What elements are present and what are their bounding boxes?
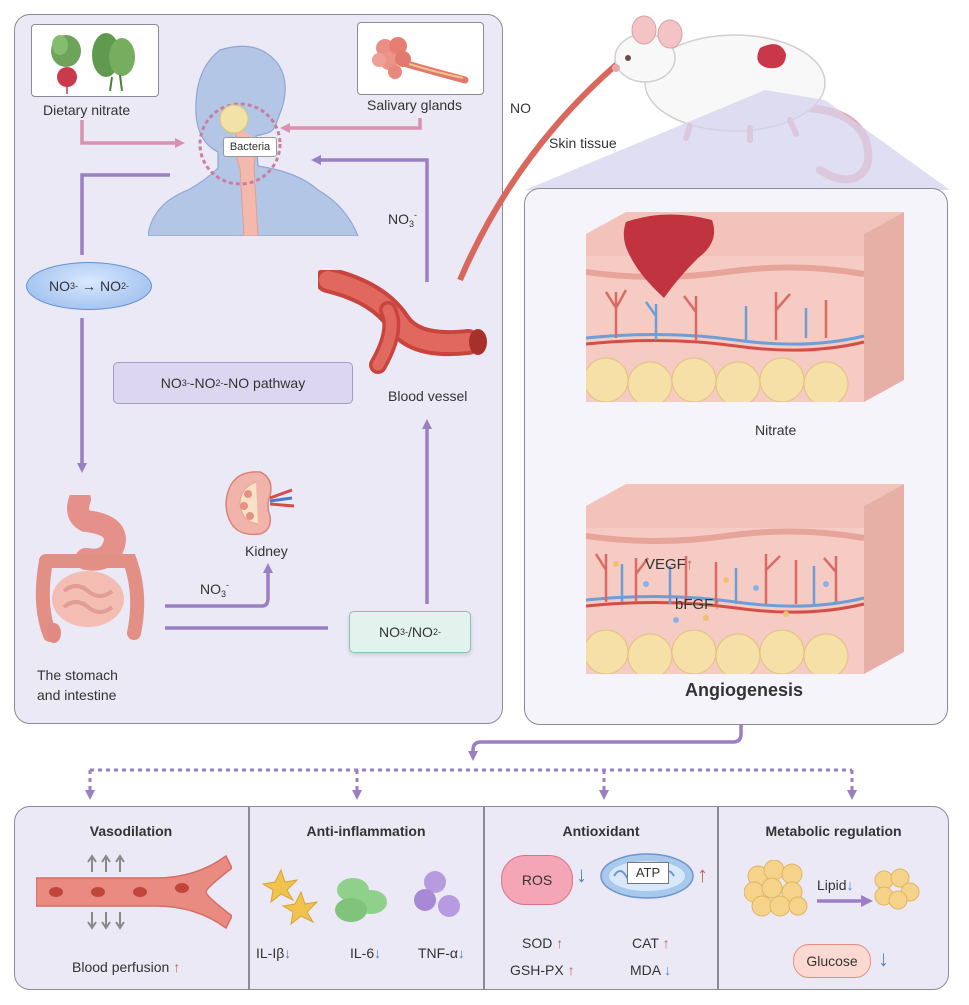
atp-label: ATP (627, 862, 669, 884)
gsh-label: GSH-PX ↑ (510, 962, 575, 978)
nitrate-label: Nitrate (755, 422, 797, 438)
salivary-glands-label: Salivary glands (367, 97, 462, 113)
dilated-vessel-icon (36, 854, 232, 930)
bfgf-label: bFGF↑ (675, 596, 721, 613)
kidney-icon (225, 471, 295, 536)
il1-label: IL-Iβ↓ (256, 945, 292, 961)
vegf-label: VEGF↑ (645, 556, 694, 573)
ros-down-arrow: ↓ (576, 862, 587, 887)
ros-blob: ROS (501, 855, 573, 905)
divider-2 (483, 806, 485, 990)
cat-label: CAT ↑ (632, 935, 670, 951)
no3-blood-label: NO3- (388, 210, 418, 229)
no3-kidney-label: NO3- (200, 580, 230, 599)
divider-1 (248, 806, 250, 990)
blood-perfusion-label: Blood perfusion ↑ (72, 959, 181, 975)
sod-label: SOD ↑ (522, 935, 564, 951)
metabolic-title: Metabolic regulation (765, 823, 902, 839)
glucose-badge: Glucose (793, 944, 871, 978)
il6-label: IL-6↓ (350, 945, 382, 961)
skin-tissue-block-wound (586, 212, 904, 402)
stomach-label-line1: The stomach (37, 667, 118, 683)
antioxidant-title: Antioxidant (562, 823, 640, 839)
dietary-nitrate-label: Dietary nitrate (43, 102, 131, 118)
lipid-cluster-small (874, 868, 920, 910)
blood-vessel-label: Blood vessel (388, 388, 468, 404)
glucose-down-arrow: ↓ (878, 946, 889, 971)
zoom-funnel (525, 90, 950, 190)
stomach-intestine-icon (35, 495, 145, 643)
angiogenesis-label: Angiogenesis (685, 680, 804, 700)
lipid-label: Lipid↓ (817, 877, 854, 893)
stomach-label-line2: and intestine (37, 687, 117, 703)
atp-up-arrow: ↑ (697, 862, 708, 887)
cytokine-icons (261, 868, 460, 926)
skin-tissue-label: Skin tissue (549, 135, 617, 151)
no-label: NO (510, 100, 531, 116)
anti-inflammation-title: Anti-inflammation (306, 823, 426, 839)
salivary-gland-icon (372, 37, 469, 84)
divider-3 (717, 806, 719, 990)
lipid-arrow (817, 895, 873, 907)
lipid-cluster-large (744, 860, 808, 917)
bacteria-label: Bacteria (223, 137, 277, 157)
skin-tissue-block-healed (586, 484, 904, 674)
tnf-label: TNF-α↓ (418, 945, 465, 961)
vasodilation-title: Vasodilation (89, 823, 173, 839)
mda-label: MDA ↓ (630, 962, 672, 978)
kidney-label: Kidney (245, 543, 288, 559)
vegetables-icon (51, 33, 135, 94)
blood-vessel-icon (318, 270, 487, 374)
